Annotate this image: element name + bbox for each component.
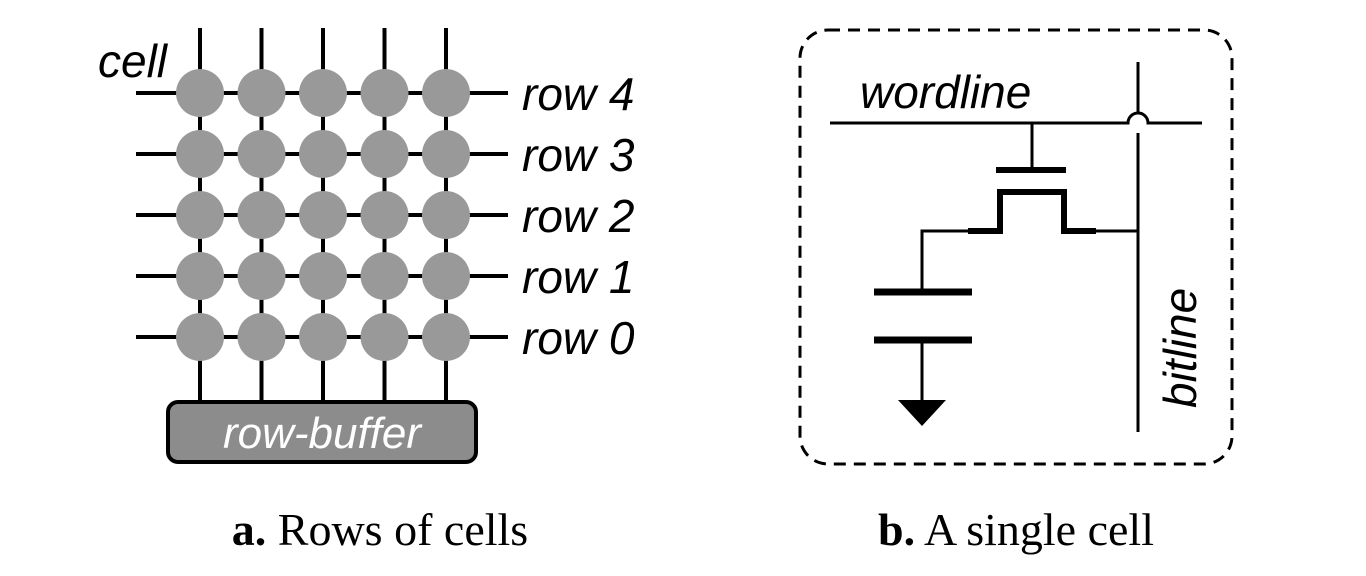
- cell-r3-c1: [237, 130, 286, 178]
- cell-r0-c3: [360, 313, 409, 361]
- cell-r2-c4: [422, 191, 470, 239]
- cell-r2-c3: [360, 191, 409, 239]
- caption-a-text: Rows of cells: [266, 504, 528, 555]
- row-label-3: row 3: [522, 129, 635, 181]
- cell-r2-c0: [176, 191, 224, 239]
- cell-dashed-boundary: [798, 28, 1234, 466]
- row-label-1: row 1: [522, 251, 634, 303]
- row-label-2: row 2: [522, 190, 634, 242]
- ground-symbol: [898, 400, 946, 426]
- cell-r1-c2: [299, 252, 347, 300]
- cell-r0-c0: [176, 313, 224, 361]
- cell-r0-c2: [299, 313, 347, 361]
- storage-capacitor: [874, 288, 972, 426]
- caption-a-letter: a.: [232, 504, 267, 555]
- cell-r4-c4: [422, 69, 470, 117]
- panel-rows-of-cells: cell row 4 row 3 row 2 row 1 row 0 row-b…: [98, 28, 635, 464]
- wordline-label: wordline: [860, 66, 1031, 118]
- cell-r0-c1: [237, 313, 286, 361]
- row-label-0: row 0: [522, 312, 635, 364]
- row-buffer-box: [166, 400, 478, 464]
- cell-r3-c4: [422, 130, 470, 178]
- cell-r4-c0: [176, 69, 224, 117]
- cell-r1-c0: [176, 252, 224, 300]
- panel-single-cell: wordline bitline: [798, 28, 1234, 466]
- cell-r4-c3: [360, 69, 409, 117]
- bitline-label: bitline: [1154, 288, 1206, 408]
- cell-r2-c2: [299, 191, 347, 239]
- row-label-4: row 4: [522, 68, 634, 120]
- cell-r3-c3: [360, 130, 409, 178]
- cell-r4-c2: [299, 69, 347, 117]
- cell-r2-c1: [237, 191, 286, 239]
- cell-grid: [176, 69, 470, 361]
- caption-b-letter: b.: [878, 504, 915, 555]
- cell-r1-c3: [360, 252, 409, 300]
- cell-r1-c4: [422, 252, 470, 300]
- cell-r1-c1: [237, 252, 286, 300]
- cell-r3-c2: [299, 130, 347, 178]
- caption-b: b. A single cell: [878, 504, 1154, 555]
- caption-b-text: A single cell: [915, 504, 1154, 555]
- transistor-channel: [968, 189, 1096, 234]
- cell-label: cell: [98, 35, 169, 87]
- cell-r0-c4: [422, 313, 470, 361]
- source-to-capacitor: [920, 229, 968, 292]
- caption-a: a. Rows of cells: [232, 504, 528, 555]
- access-transistor: [920, 123, 1138, 292]
- cell-r3-c0: [176, 130, 224, 178]
- row-buffer-label: row-buffer: [223, 409, 423, 458]
- cell-r4-c1: [237, 69, 286, 117]
